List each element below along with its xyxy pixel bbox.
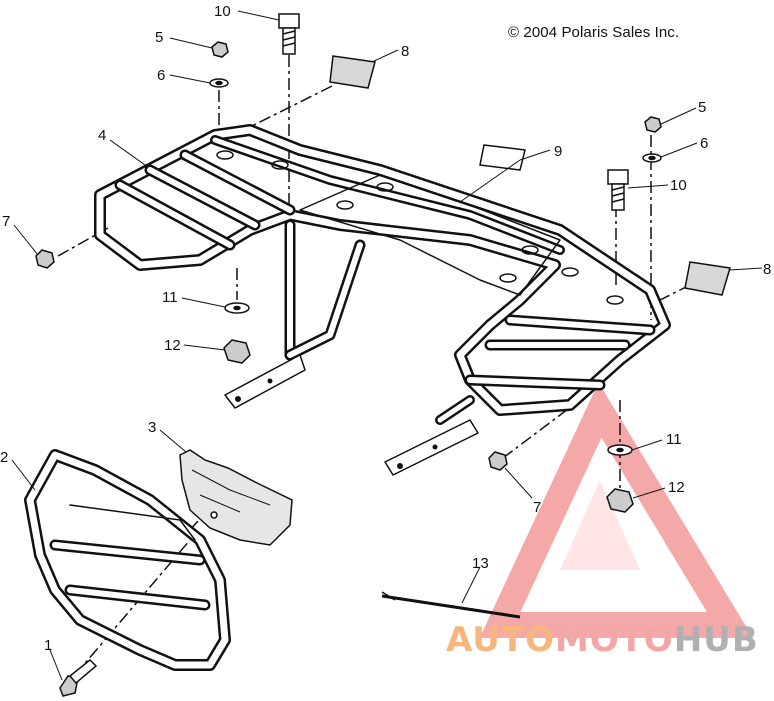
callout-10-top: 10 (214, 3, 231, 20)
callout-10-right: 10 (670, 177, 687, 194)
callout-11-left: 11 (162, 289, 178, 306)
bolt-10-right (607, 169, 629, 211)
copyright-notice: © 2004 Polaris Sales Inc. (508, 24, 680, 41)
callout-9: 9 (554, 143, 562, 160)
callout-labels: 10 5 6 8 4 7 9 5 6 10 8 11 12 3 2 11 12 … (0, 3, 771, 654)
watermark-hub: HUB (673, 620, 759, 660)
callout-3: 3 (148, 419, 156, 436)
leader-lines (11, 10, 763, 681)
watermark-auto: AUTO (446, 620, 555, 660)
watermark-brand-text: AUTOMOTOHUB (446, 620, 759, 660)
callout-7-left: 7 (2, 213, 10, 230)
bumper-cover (179, 449, 293, 546)
callout-1: 1 (44, 637, 52, 654)
bolt-1 (59, 658, 98, 697)
callout-12-right: 12 (668, 479, 685, 496)
front-bumper (24, 449, 231, 671)
watermark-moto: MOTO (554, 620, 674, 660)
callout-13: 13 (472, 555, 489, 572)
callout-8-top: 8 (401, 43, 409, 60)
callout-12-left: 12 (164, 337, 181, 354)
callout-7-right: 7 (533, 499, 541, 516)
watermark-triangle-logo (479, 382, 754, 638)
callout-4: 4 (98, 127, 106, 144)
assembly-lines (57, 55, 691, 676)
rear-rack (94, 124, 671, 476)
callout-11-right: 11 (666, 431, 682, 448)
bolt-10-top (278, 13, 300, 55)
callout-6-top: 6 (157, 67, 165, 84)
callout-8-right: 8 (763, 261, 771, 278)
callout-6-right: 6 (700, 135, 708, 152)
callout-5-right: 5 (698, 99, 706, 116)
callout-2: 2 (0, 449, 8, 466)
callout-5-top: 5 (155, 29, 163, 46)
hardware (35, 13, 731, 697)
